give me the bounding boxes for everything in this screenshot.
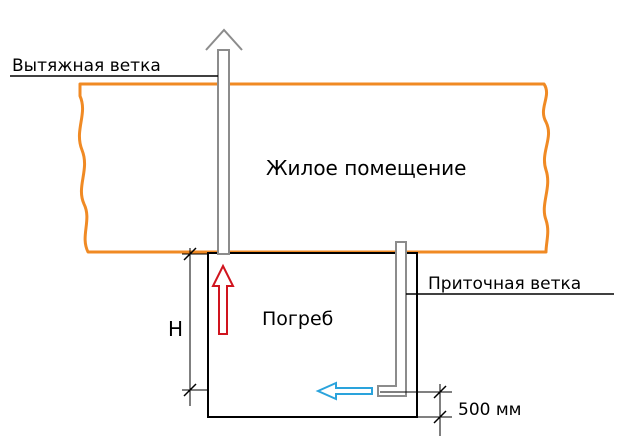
cellar-label: Погреб bbox=[262, 308, 333, 330]
height-dimension bbox=[182, 247, 208, 406]
supply-branch-label: Приточная ветка bbox=[428, 274, 581, 294]
cellar-outline bbox=[207, 252, 418, 418]
exhaust-flow-arrow-icon bbox=[211, 263, 235, 335]
exhaust-pipe bbox=[205, 28, 243, 255]
exhaust-branch-label: Вытяжная ветка bbox=[12, 56, 161, 76]
supply-pipe bbox=[377, 241, 407, 397]
distance-label: 500 мм bbox=[458, 400, 522, 420]
living-room-outline bbox=[77, 82, 551, 254]
height-label: H bbox=[168, 317, 183, 341]
living-room-label: Жилое помещение bbox=[266, 156, 466, 180]
supply-flow-arrow-icon bbox=[315, 381, 373, 401]
distance-dimension bbox=[380, 384, 452, 436]
exhaust-outlet-arrow-icon bbox=[205, 28, 243, 51]
